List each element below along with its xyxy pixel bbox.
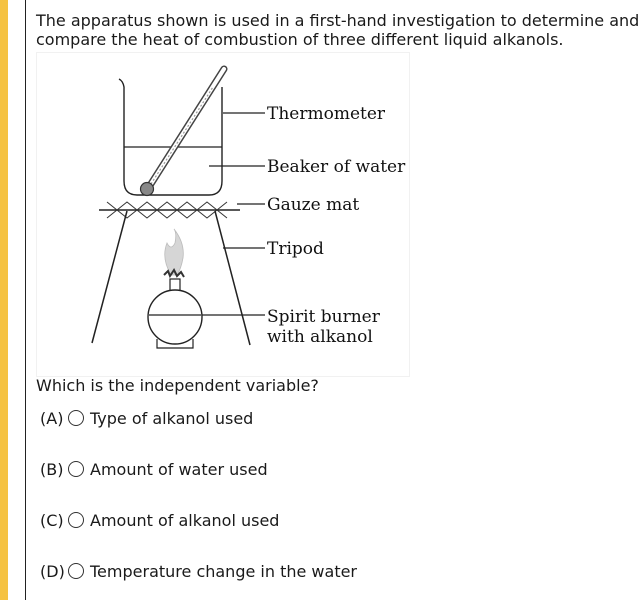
option-letter: (C): [40, 510, 64, 530]
option-letter: (A): [40, 408, 64, 428]
thermometer-shape: [139, 65, 228, 197]
question-line-2: compare the heat of combustion of three …: [36, 30, 564, 49]
label-spirit-burner-1: Spirit burner: [267, 307, 381, 327]
option-letter: (D): [40, 561, 65, 581]
option-d[interactable]: (D) Temperature change in the water: [40, 560, 357, 582]
option-b[interactable]: (B) Amount of water used: [40, 458, 268, 480]
spirit-burner-shape: [147, 278, 203, 349]
wick-shape: [163, 268, 185, 279]
apparatus-figure: Thermometer Beaker of water Gauze mat Tr…: [36, 52, 410, 377]
flame-shape: [164, 228, 184, 276]
label-thermometer: Thermometer: [267, 104, 386, 124]
option-a[interactable]: (A) Type of alkanol used: [40, 407, 253, 429]
radio-button-c[interactable]: [68, 512, 84, 528]
option-text: Amount of alkanol used: [90, 510, 280, 530]
label-beaker: Beaker of water: [267, 157, 406, 177]
radio-button-a[interactable]: [68, 410, 84, 426]
option-text: Temperature change in the water: [90, 561, 358, 581]
option-letter: (B): [40, 459, 64, 479]
radio-button-d[interactable]: [68, 563, 84, 579]
radio-button-b[interactable]: [68, 461, 84, 477]
question-text: The apparatus shown is used in a first-h…: [36, 11, 643, 49]
apparatus-diagram: Thermometer Beaker of water Gauze mat Tr…: [91, 65, 406, 349]
left-divider: [25, 0, 26, 600]
beaker-shape: [118, 78, 223, 196]
label-spirit-burner-2: with alkanol: [267, 327, 373, 347]
label-tripod: Tripod: [267, 239, 324, 259]
label-gauze-mat: Gauze mat: [267, 195, 359, 215]
prompt-text: Which is the independent variable?: [36, 376, 319, 395]
tripod-shape: [91, 210, 251, 346]
option-text: Amount of water used: [90, 459, 268, 479]
option-text: Type of alkanol used: [90, 408, 254, 428]
gauze-mat-shape: [99, 201, 240, 219]
accent-bar: [0, 0, 8, 600]
question-line-1: The apparatus shown is used in a first-h…: [36, 11, 640, 30]
option-c[interactable]: (C) Amount of alkanol used: [40, 509, 279, 531]
